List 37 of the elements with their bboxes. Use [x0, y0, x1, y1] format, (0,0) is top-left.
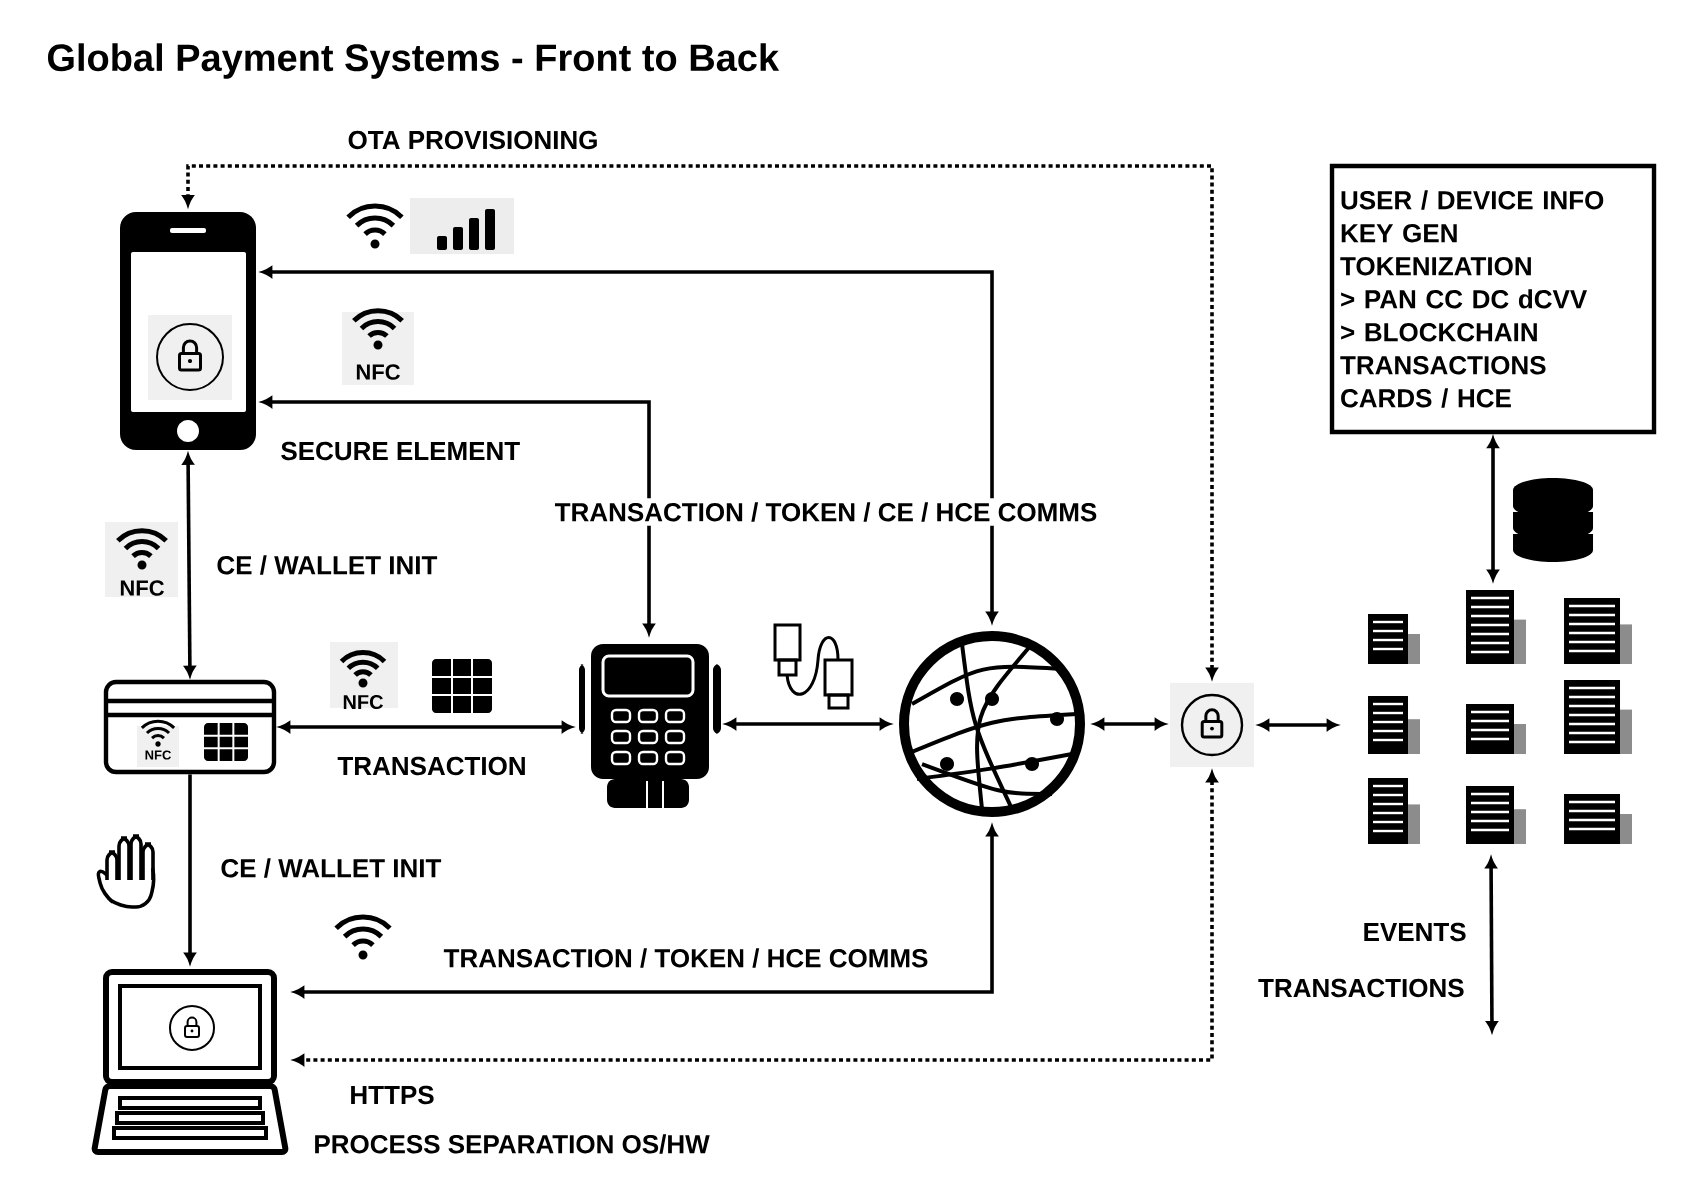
text-label: TRANSACTIONS	[1258, 978, 1464, 998]
arrow	[279, 721, 573, 733]
arrow	[182, 453, 196, 677]
arrow	[293, 825, 998, 998]
arrow	[293, 771, 1218, 1066]
title: Global Payment Systems - Front to Back	[47, 43, 780, 79]
edge-label: CE / WALLET INIT	[212, 551, 442, 579]
globe-drawing	[899, 631, 1085, 817]
edge-label: OTA PROVISIONING	[343, 126, 603, 154]
arrow	[184, 774, 196, 964]
payment-terminal-drawing	[579, 644, 721, 809]
arrow	[1487, 437, 1499, 581]
node-caption: SECURE ELEMENT	[281, 441, 520, 461]
edge-label: CE / WALLET INIT	[216, 854, 446, 882]
arrow	[1093, 718, 1166, 730]
info-box: USER / DEVICE INFO KEY GEN TOKENIZATION > PAN CC DC dCVV > BLOCKCHAIN TRANSACTIONS CARDS / HCE	[1329, 163, 1657, 435]
arrow	[1485, 857, 1498, 1032]
text-label: EVENTS	[1364, 922, 1466, 942]
nfc-label: NFC	[343, 694, 383, 710]
buildings-drawing	[1368, 590, 1632, 844]
arrow	[261, 266, 998, 623]
arrow	[261, 396, 655, 635]
edge-label: TRANSACTION	[333, 752, 531, 780]
arrow	[725, 718, 891, 730]
lock-icon	[1170, 683, 1254, 767]
text-label: PROCESS SEPARATION OS/HW	[315, 1134, 710, 1154]
arrow	[182, 164, 1218, 679]
edge-label: HTTPS	[345, 1081, 439, 1109]
edge-label: TRANSACTION / TOKEN / HCE COMMS	[439, 944, 933, 972]
phone-drawing	[120, 212, 256, 450]
edge-label: TRANSACTION / TOKEN / CE / HCE COMMS	[550, 498, 1102, 526]
nfc-label: NFC	[145, 750, 171, 760]
laptop-drawing	[91, 969, 289, 1155]
nfc-label: NFC	[356, 364, 400, 380]
card-drawing	[103, 679, 277, 775]
arrow	[1258, 719, 1338, 731]
nfc-label: NFC	[120, 580, 164, 596]
